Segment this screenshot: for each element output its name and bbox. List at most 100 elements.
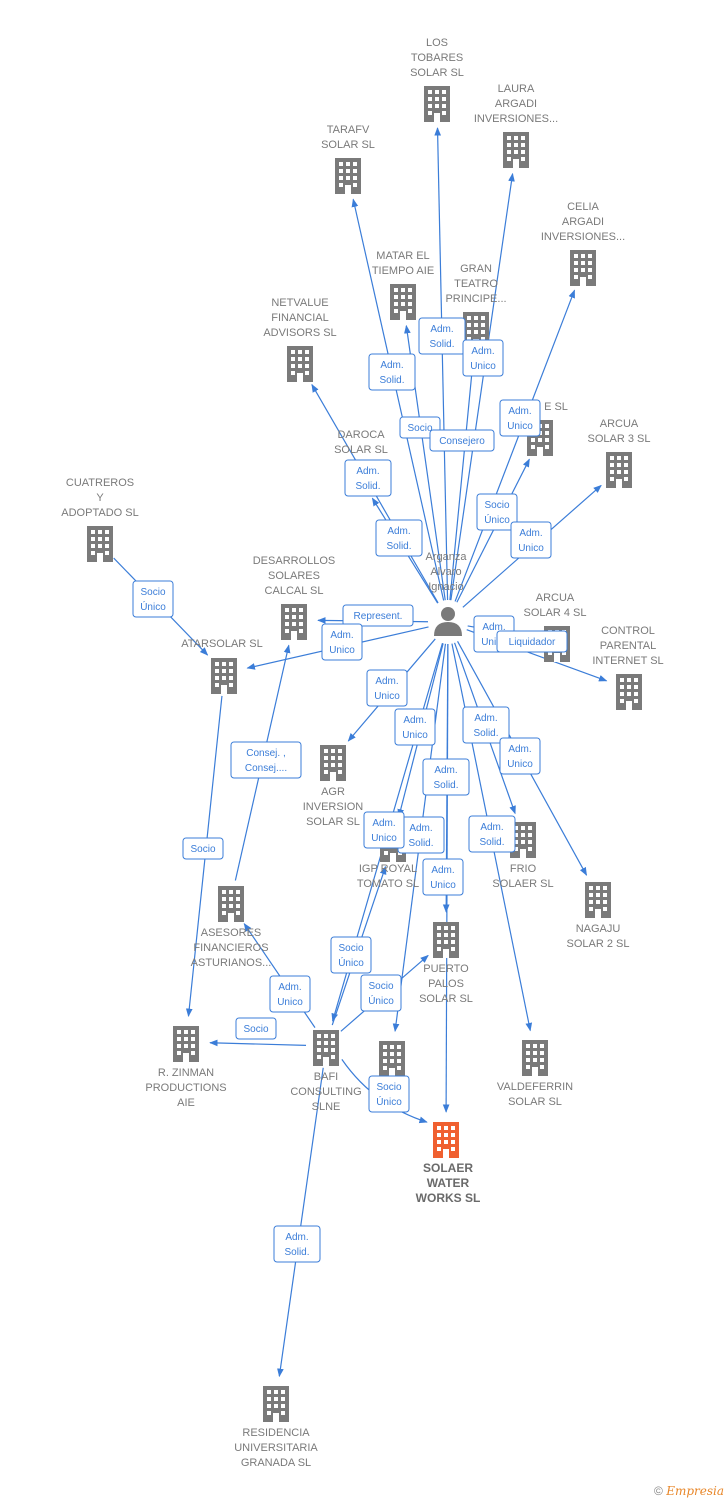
node-label-line: TEATRO	[454, 278, 498, 290]
company-node-asesores[interactable]: ASESORESFINANCIEROSASTURIANOS...	[191, 886, 272, 969]
edge-label-bafi-asesores[interactable]: Adm.Unico	[269, 975, 311, 1013]
edge-label-box	[462, 706, 510, 744]
edge-label-box	[394, 708, 436, 746]
edge-label-arganza-frio[interactable]: Adm.Solid.	[462, 706, 510, 744]
edge-label-text: Socio	[338, 943, 363, 954]
edge-label-arganza-atarsolar[interactable]: Adm.Unico	[321, 623, 363, 661]
edge-label-arganza-netvalue[interactable]: Adm.Solid.	[344, 459, 392, 497]
building-icon	[503, 132, 529, 168]
edge-label-text: Solid.	[433, 780, 458, 791]
edge-label-box	[230, 741, 302, 779]
building-icon	[424, 86, 450, 122]
brand-logo[interactable]: Empresia	[666, 1484, 724, 1498]
edge-label-arganza-valdeferrin[interactable]: Adm.Solid.	[468, 815, 516, 853]
building-icon	[335, 158, 361, 194]
node-label-line: TARAFV	[327, 124, 370, 136]
edge-label-bafi-residencia[interactable]: Adm.Solid.	[273, 1225, 321, 1263]
company-node-gran[interactable]: GRAN TEATRO PRINCIPE...	[445, 263, 507, 348]
edge-label-arganza-laura[interactable]: Adm.Unico	[462, 339, 504, 377]
edge-label-arganza-tarafv[interactable]: Adm.Solid.	[368, 353, 416, 391]
edge-label-box	[468, 815, 516, 853]
edge-label-text: Adm.	[482, 622, 505, 633]
edge-label-arganza-tobares[interactable]: Adm.Solid.	[418, 317, 466, 355]
edge-label-asesores-desarrollos[interactable]: Consej. ,Consej....	[230, 741, 302, 779]
edge-label-box	[366, 669, 408, 707]
footer: © Empresia	[654, 1484, 724, 1498]
node-label-line: WORKS SL	[416, 1191, 481, 1205]
node-label-line: AIE	[177, 1097, 195, 1109]
edge-label-box	[342, 604, 414, 627]
node-label-line: VALDEFERRIN	[497, 1081, 573, 1093]
node-label-line: INTERNET SL	[592, 655, 663, 667]
company-node-laura[interactable]: LAURAARGADIINVERSIONES...	[474, 83, 558, 168]
edge-label-arganza-bafi[interactable]: Adm.Unico	[363, 811, 405, 849]
node-label-line: E SL	[544, 401, 568, 413]
edge-label-text: Adm.	[508, 744, 531, 755]
edge-label-arganza-solaer[interactable]: Adm.Unico	[422, 858, 464, 896]
building-icon	[585, 882, 611, 918]
building-icon	[433, 922, 459, 958]
edge-label-arganza-puerto[interactable]: Adm.Solid.	[422, 758, 470, 796]
edge-label-atarsolar-zinman[interactable]: Socio	[182, 837, 224, 860]
node-label-line: PARENTAL	[600, 640, 656, 652]
edge-label-arganza-gran[interactable]: Consejero	[429, 429, 495, 452]
node-label-line: ARCUA	[600, 418, 639, 430]
edge-label-arganza-anon[interactable]: Adm.Solid.	[397, 816, 445, 854]
edge-label-text: Unico	[329, 645, 355, 656]
node-label-line: BAFI	[314, 1071, 338, 1083]
company-node-vesl[interactable]: E SL	[527, 401, 568, 456]
edge-label-arganza-arcua3[interactable]: Adm.Unico	[510, 521, 552, 559]
node-label-line: PRODUCTIONS	[145, 1082, 226, 1094]
edge-label-text: Solid.	[284, 1247, 309, 1258]
edge-label-arganza-igp[interactable]: Adm.Unico	[394, 708, 436, 746]
company-node-zinman[interactable]: R. ZINMAN PRODUCTIONS AIE	[145, 1026, 227, 1109]
edge-label-text: Solid.	[379, 375, 404, 386]
edge-label-arganza-celia[interactable]: Adm.Unico	[499, 399, 541, 437]
node-label-line: SOLAR 4 SL	[524, 607, 587, 619]
edge-label-arganza-daroca[interactable]: Adm.Solid.	[375, 519, 423, 557]
company-node-celia[interactable]: CELIAARGADIINVERSIONES...	[541, 201, 625, 286]
edge-label-bafi-zinman[interactable]: Socio	[235, 1017, 277, 1040]
node-label-line: PRINCIPE...	[445, 293, 506, 305]
edge-label-arganza-control[interactable]: Liquidador	[496, 630, 568, 653]
edge-label-box	[273, 1225, 321, 1263]
node-label-line: ASTURIANOS...	[191, 957, 272, 969]
edge-label-arganza-agr[interactable]: Adm.Unico	[366, 669, 408, 707]
edge-label-box	[182, 837, 224, 860]
node-label-line: DESARROLLOS	[253, 555, 336, 567]
node-label-line: TIEMPO AIE	[372, 265, 434, 277]
node-label-line: ADVISORS SL	[263, 327, 336, 339]
edge-label-text: Adm.	[278, 982, 301, 993]
edge-label-arganza-nagaju[interactable]: Adm.Unico	[499, 737, 541, 775]
company-node-atarsolar[interactable]: ATARSOLAR SL	[181, 638, 263, 694]
edge-label-arganza-desarrollos[interactable]: Represent.	[342, 604, 414, 627]
node-label-line: R. ZINMAN	[158, 1067, 214, 1079]
node-label-line: GRAN	[460, 263, 492, 275]
